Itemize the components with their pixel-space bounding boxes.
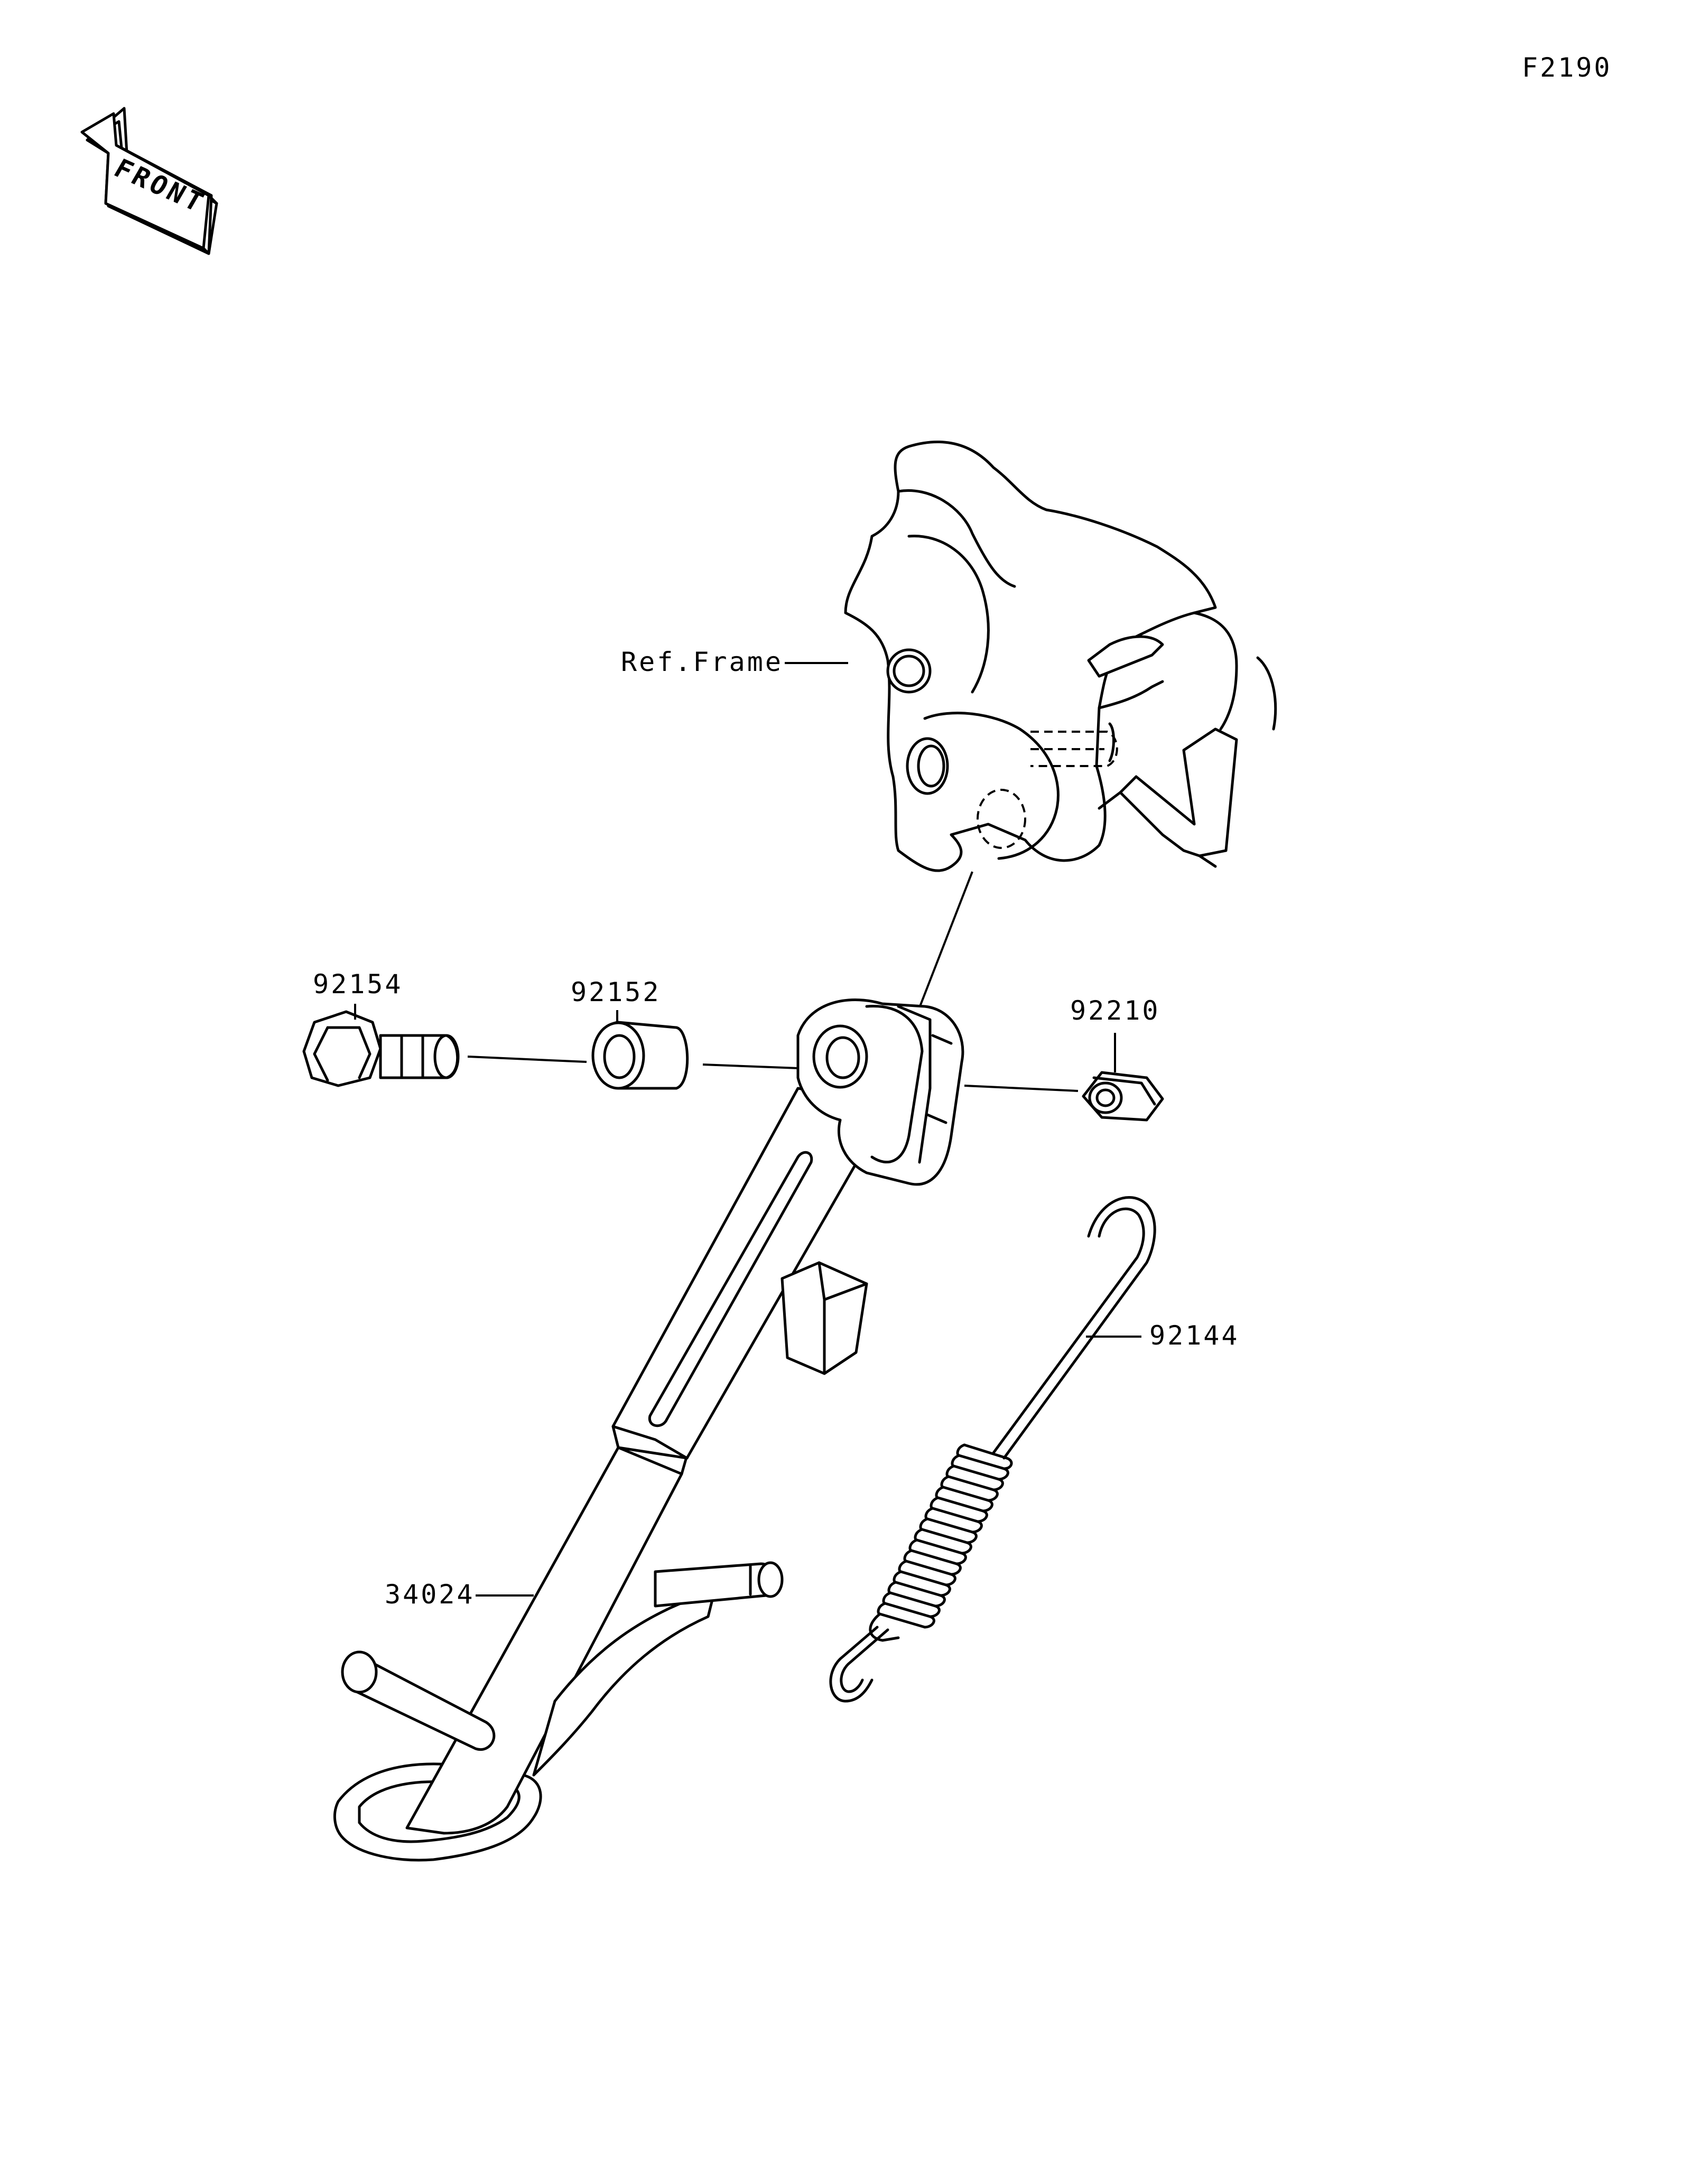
nut-label: 92210 bbox=[1070, 995, 1160, 1026]
spring-coil bbox=[877, 1443, 1013, 1629]
spring-label: 92144 bbox=[1149, 1320, 1240, 1351]
frame-bracket bbox=[844, 440, 1277, 872]
collar-92152 bbox=[591, 1021, 689, 1090]
frame-label: Ref.Frame bbox=[621, 647, 783, 677]
bolt-label: 92154 bbox=[313, 969, 403, 1000]
stand-label: 34024 bbox=[385, 1579, 475, 1610]
diagram-code: F2190 bbox=[1522, 52, 1612, 83]
spring-92144 bbox=[829, 1196, 1156, 1703]
collar-label: 92152 bbox=[571, 977, 661, 1007]
nut-92210 bbox=[1082, 1071, 1164, 1122]
front-arrow-icon: FRONT bbox=[80, 107, 218, 255]
bolt-92154 bbox=[302, 1010, 460, 1087]
side-stand-34024 bbox=[333, 998, 964, 1862]
